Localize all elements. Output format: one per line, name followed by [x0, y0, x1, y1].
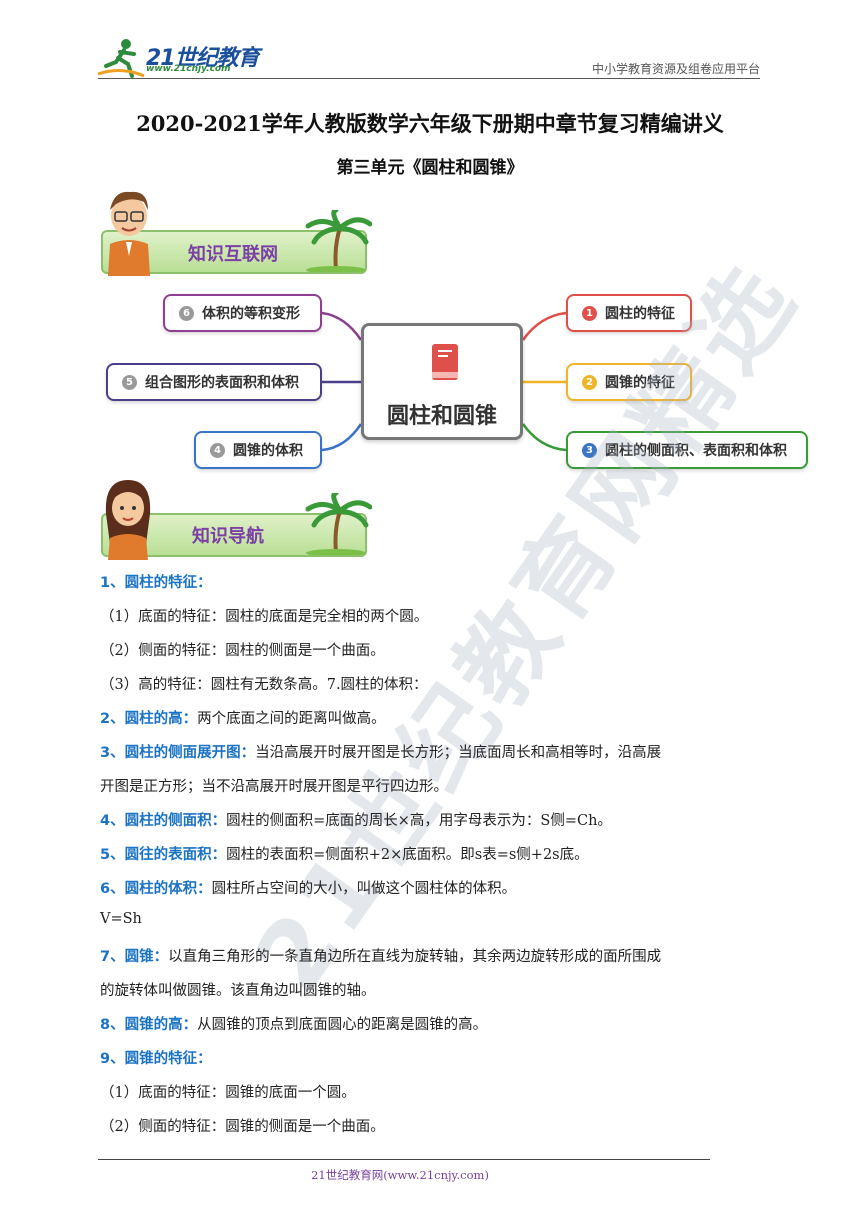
- number-6-icon: 6: [179, 305, 194, 321]
- content-line-4: （3）高的特征：圆柱有无数条高。7.圆柱的体积：: [100, 677, 428, 693]
- logo-url: www.21cnjy.com: [146, 64, 231, 74]
- mindmap-node-label: 圆锥的体积: [233, 443, 303, 459]
- logo-text: 21世纪教育: [146, 46, 260, 71]
- content-line-17: （2）侧面的特征：圆锥的侧面是一个曲面。: [100, 1119, 385, 1135]
- girl-student-icon: [105, 480, 151, 560]
- mindmap-node-label: 圆柱的特征: [605, 306, 675, 322]
- header-divider: [98, 78, 760, 79]
- mindmap-node-label: 圆锥的特征: [605, 375, 675, 391]
- content-line-1: 1、圆柱的特征：: [100, 575, 212, 591]
- mindmap-node-cone-features: 2 圆锥的特征: [566, 363, 692, 401]
- content-line-14: 8、圆锥的高：从圆锥的顶点到底面圆心的距离是圆锥的高。: [100, 1017, 488, 1033]
- document-title: 2020-2021学年人教版数学六年级下册期中章节复习精编讲义: [136, 111, 724, 136]
- mindmap-center-label: 圆柱和圆锥: [386, 404, 497, 429]
- content-line-5: 2、圆柱的高：两个底面之间的距离叫做高。: [100, 711, 386, 727]
- mindmap-node-cylinder-area-volume: 3 圆柱的侧面积、表面积和体积: [566, 431, 808, 469]
- book-icon: [432, 344, 458, 380]
- mindmap-node-label: 圆柱的侧面积、表面积和体积: [605, 443, 787, 459]
- content-line-13: 的旋转体叫做圆锥。该直角边叫圆锥的轴。: [100, 983, 376, 999]
- mindmap-node-composite-shapes: 5 组合图形的表面积和体积: [106, 363, 322, 401]
- content-line-12: 7、圆锥：以直角三角形的一条直角边所在直线为旋转轴，其余两边旋转形成的面所围成: [100, 949, 662, 965]
- content-line-2: （1）底面的特征：圆柱的底面是完全相的两个圆。: [100, 609, 429, 625]
- mindmap-node-cone-volume: 4 圆锥的体积: [194, 431, 322, 469]
- content-line-15: 9、圆锥的特征：: [100, 1051, 212, 1067]
- palm-tree-icon: [305, 210, 372, 272]
- content-line-9: 5、圆往的表面积：圆柱的表面积=侧面积+2×底面积。即s表=s侧+2s底。: [100, 847, 589, 863]
- mindmap-node-cylinder-features: 1 圆柱的特征: [566, 294, 692, 332]
- content-line-3: （2）侧面的特征：圆柱的侧面是一个曲面。: [100, 643, 385, 659]
- mindmap-connectors: [321, 311, 567, 452]
- mindmap-node-label: 体积的等积变形: [202, 306, 300, 322]
- boy-teacher-icon: [108, 191, 150, 276]
- content-line-11: V=Sh: [100, 911, 142, 927]
- content-line-10: 6、圆柱的体积：圆柱所占空间的大小，叫做这个圆柱体的体积。: [100, 881, 517, 897]
- footer-divider: [98, 1159, 710, 1160]
- content-line-8: 4、圆柱的侧面积：圆柱的侧面积=底面的周长×高，用字母表示为：S侧=Ch。: [100, 813, 612, 829]
- number-5-icon: 5: [122, 374, 137, 390]
- number-1-icon: 1: [582, 305, 597, 321]
- document-subtitle: 第三单元《圆柱和圆锥》: [336, 158, 524, 178]
- content-line-16: （1）底面的特征：圆锥的底面一个圆。: [100, 1085, 356, 1101]
- number-2-icon: 2: [582, 374, 597, 390]
- mindmap-center: 圆柱和圆锥: [361, 323, 523, 440]
- footer-text: 21世纪教育网(www.21cnjy.com): [311, 1168, 489, 1182]
- header-platform-text: 中小学教育资源及组卷应用平台: [591, 62, 760, 76]
- mindmap-node-volume-equivalence: 6 体积的等积变形: [163, 294, 322, 332]
- palm-tree-icon: [305, 493, 372, 555]
- number-4-icon: 4: [210, 442, 225, 458]
- mindmap-node-label: 组合图形的表面积和体积: [145, 375, 299, 391]
- content-line-7: 开图是正方形；当不沿高展开时展开图是平行四边形。: [100, 779, 448, 795]
- logo-runner-icon: [97, 39, 145, 78]
- number-3-icon: 3: [582, 442, 597, 458]
- banner-knowledge-network-label: 知识互联网: [188, 244, 278, 265]
- banner-knowledge-navigation-label: 知识导航: [192, 526, 264, 547]
- content-line-6: 3、圆柱的侧面展开图：当沿高展开时展开图是长方形；当底面周长和高相等时，沿高展: [100, 745, 662, 761]
